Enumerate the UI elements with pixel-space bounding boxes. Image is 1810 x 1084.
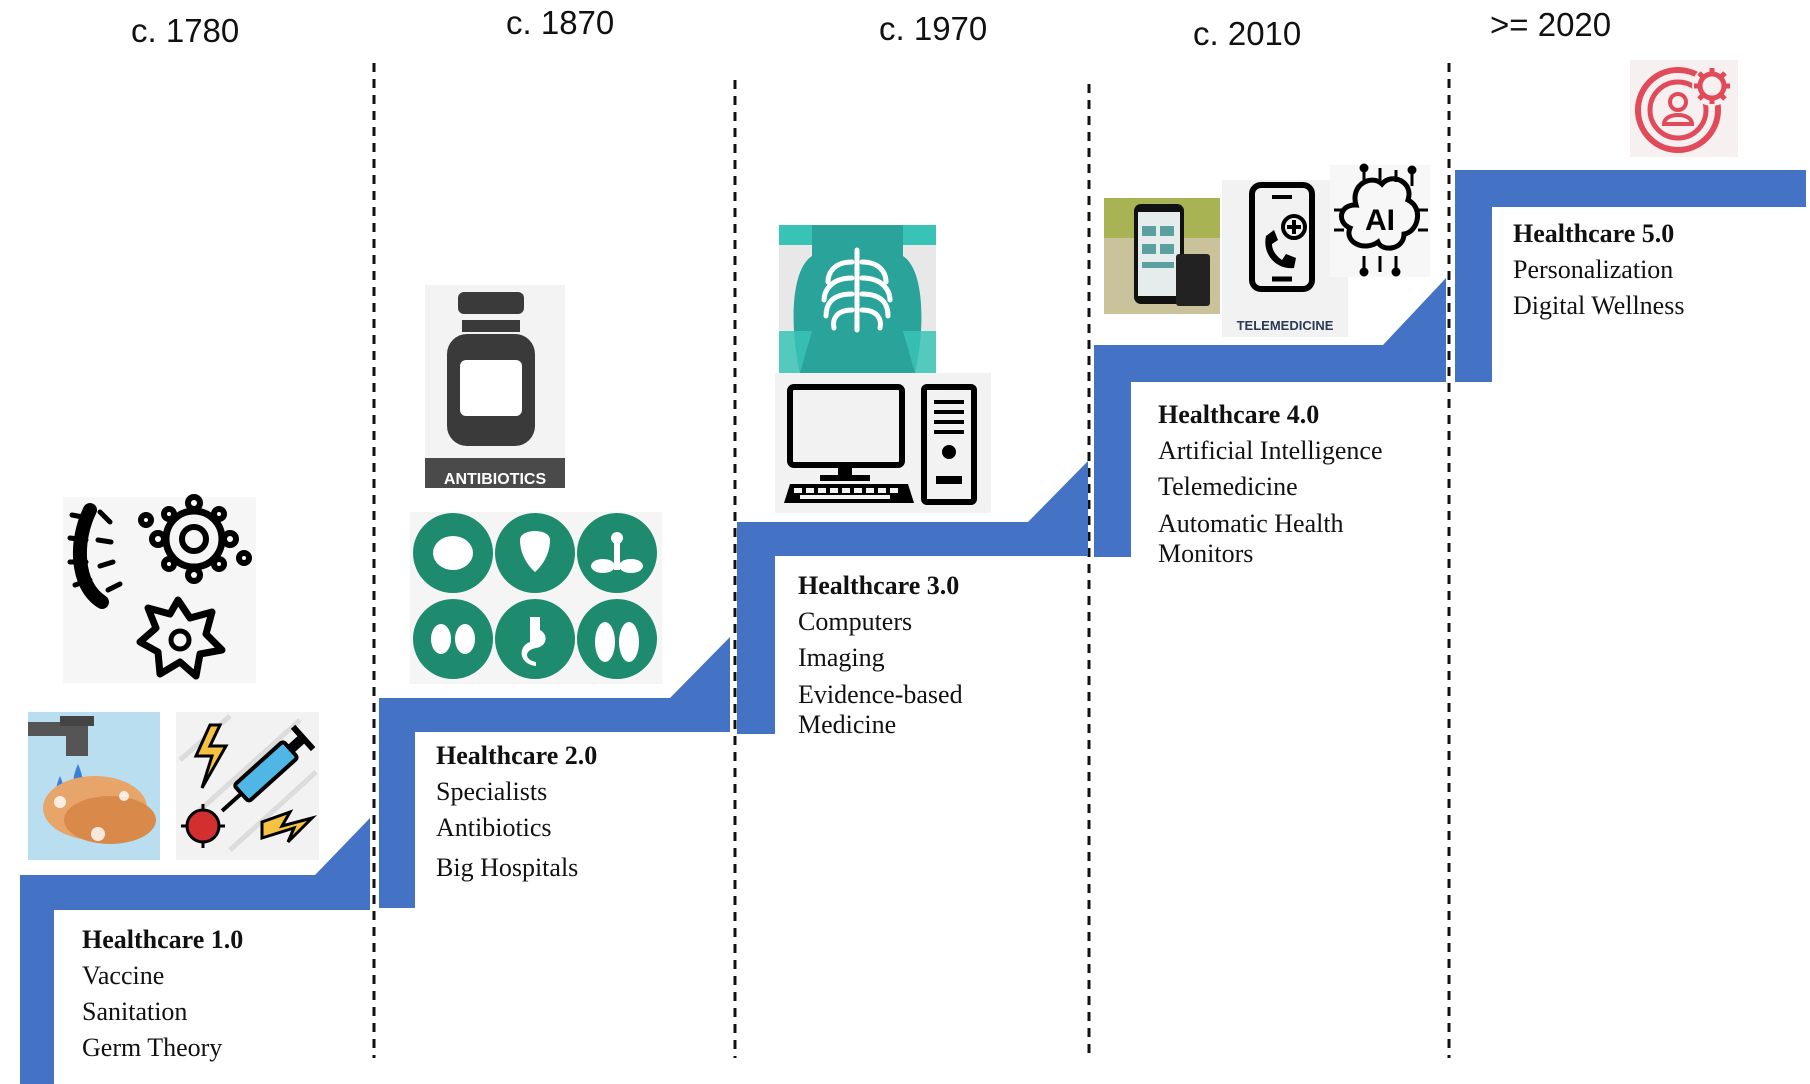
stage-title: Healthcare 2.0 <box>436 741 598 770</box>
era-label: >= 2020 <box>1490 6 1612 43</box>
stage-item: Sanitation <box>82 997 188 1026</box>
stage-title: Healthcare 4.0 <box>1158 400 1320 429</box>
era-label: c. 1780 <box>131 12 240 49</box>
stage-title: Healthcare 1.0 <box>82 925 244 954</box>
telemedicine-phone-icon <box>1222 180 1348 337</box>
stage-healthcare-4: Healthcare 4.0 Artificial Intelligence T… <box>1158 397 1388 569</box>
stage-healthcare-2: Healthcare 2.0 Specialists Antibiotics B… <box>436 738 597 886</box>
step-4 <box>1094 278 1446 557</box>
ai-chip-icon <box>1330 163 1430 277</box>
stage-item: Personalization <box>1513 255 1674 284</box>
handwashing-icon <box>28 712 160 860</box>
stage-healthcare-3: Healthcare 3.0 Computers Imaging Evidenc… <box>798 568 998 740</box>
stage-item: Vaccine <box>82 961 165 990</box>
stage-item: Specialists <box>436 777 548 806</box>
organs-icon <box>410 512 662 684</box>
antibiotics-bottle-icon <box>425 285 565 488</box>
smartphone-health-monitor-icon <box>1104 198 1220 314</box>
ai-label: AI <box>1365 204 1395 237</box>
stage-item: Big Hospitals <box>436 853 579 882</box>
stage-item: Computers <box>798 607 913 636</box>
era-label: c. 2010 <box>1193 15 1302 52</box>
antibiotics-label: ANTIBIOTICS <box>444 471 547 488</box>
stage-item: Digital Wellness <box>1513 291 1685 320</box>
stage-item: Germ Theory <box>82 1033 223 1062</box>
stage-item: Imaging <box>798 643 885 672</box>
vaccine-syringe-icon <box>176 712 319 860</box>
step-2 <box>379 637 730 908</box>
stage-title: Healthcare 3.0 <box>798 571 960 600</box>
stage-item: Antibiotics <box>436 813 552 842</box>
telemedicine-label: TELEMEDICINE <box>1237 318 1334 333</box>
stage-title: Healthcare 5.0 <box>1513 219 1675 248</box>
step-5 <box>1455 170 1806 382</box>
era-dividers <box>372 63 1451 1060</box>
stage-healthcare-5: Healthcare 5.0 Personalization Digital W… <box>1513 216 1684 324</box>
step-1 <box>20 818 370 1084</box>
stage-item: Automatic Health Monitors <box>1158 509 1344 568</box>
era-label: c. 1970 <box>879 10 988 47</box>
stage-healthcare-1: Healthcare 1.0 Vaccine Sanitation Germ T… <box>82 922 243 1066</box>
stage-item: Telemedicine <box>1158 472 1298 501</box>
era-label: c. 1870 <box>506 4 615 41</box>
desktop-computer-icon <box>775 373 991 513</box>
microbes-icon <box>63 494 256 683</box>
stage-item: Artificial Intelligence <box>1158 436 1383 465</box>
chest-xray-icon <box>779 225 936 373</box>
stage-item: Evidence-based Medicine <box>798 680 963 739</box>
step-3 <box>737 461 1088 734</box>
staircase <box>20 170 1806 1084</box>
personalization-gear-icon <box>1630 60 1738 157</box>
